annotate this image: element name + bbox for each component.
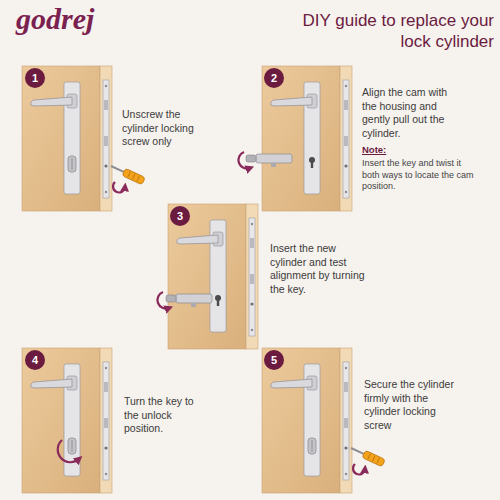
screwdriver xyxy=(109,162,145,184)
cylinder xyxy=(166,294,212,307)
screwdriver xyxy=(349,444,385,466)
turn-arrow xyxy=(58,440,79,462)
keyhole xyxy=(215,295,221,306)
callout-number: 4 xyxy=(32,355,38,366)
step-text: Unscrew the cylinder locking screw only xyxy=(122,108,202,149)
note-text: Insert the key and twist it both ways to… xyxy=(362,158,480,193)
step-number: 1 xyxy=(25,68,45,88)
cylinder xyxy=(166,294,212,307)
step-number: 4 xyxy=(25,350,45,370)
callout-number: 5 xyxy=(271,355,277,366)
note-heading: Note: xyxy=(362,144,422,156)
door xyxy=(168,204,258,349)
screwdriver xyxy=(349,444,385,466)
step-figure xyxy=(238,66,352,211)
callout-number: 3 xyxy=(177,211,183,222)
step-figure xyxy=(22,348,112,493)
step-number: 5 xyxy=(264,350,284,370)
thumbturn xyxy=(308,438,316,454)
step-text: Align the cam with the housing and gentl… xyxy=(362,86,460,141)
callout-number: 2 xyxy=(271,73,277,84)
keyhole xyxy=(309,157,315,168)
thumbturn xyxy=(68,156,76,172)
step-text: Turn the key to the unlock position. xyxy=(124,395,202,436)
step-text: Insert the new cylinder and test alignme… xyxy=(270,242,365,297)
door xyxy=(22,66,112,211)
thumbturn xyxy=(68,438,76,454)
turn-arrow xyxy=(113,182,125,192)
turn-arrow xyxy=(157,292,169,309)
step-number: 2 xyxy=(264,68,284,88)
step-number: 3 xyxy=(170,206,190,226)
turn-arrow xyxy=(238,152,250,169)
step-figure xyxy=(157,204,258,349)
door xyxy=(262,348,352,493)
callout-number: 1 xyxy=(32,73,38,84)
cylinder xyxy=(246,154,292,167)
screwdriver xyxy=(109,162,145,184)
cylinder xyxy=(246,154,292,167)
door xyxy=(262,66,352,211)
door xyxy=(22,348,112,493)
page-title: DIY guide to replace your lock cylinder xyxy=(282,10,494,53)
turn-arrow xyxy=(353,464,365,474)
step-text: Secure the cylinder firmly with the cyli… xyxy=(364,378,462,433)
brand-logo: godrej xyxy=(16,2,136,35)
